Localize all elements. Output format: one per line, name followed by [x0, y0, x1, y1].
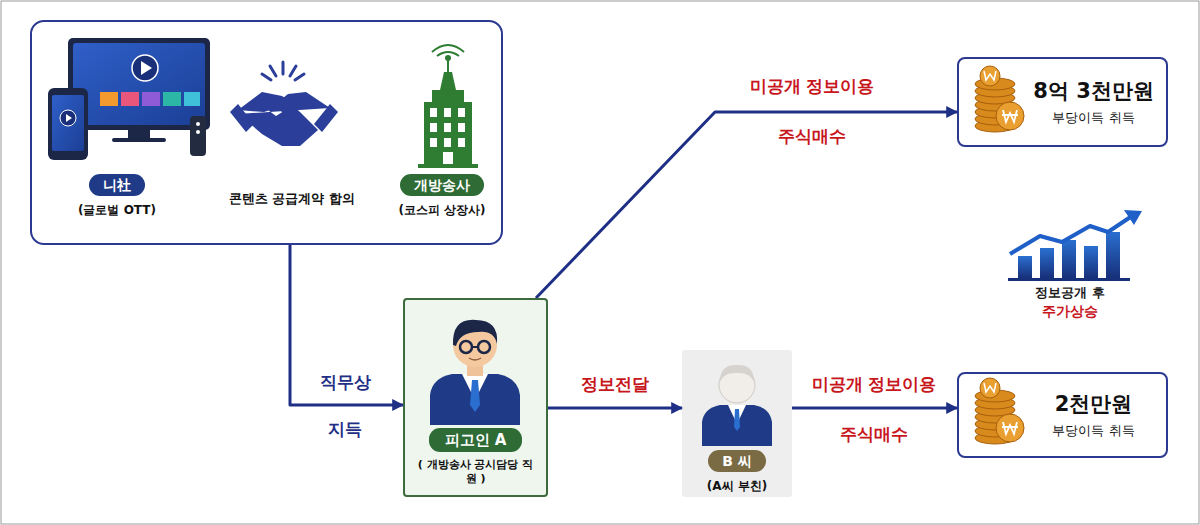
box-fill [403, 298, 548, 497]
chart-icon [1008, 210, 1142, 281]
person-box: 피고인 A ( 개방송사 공시담당 직원 ) [403, 298, 548, 497]
caption-text: ( 개방송사 공시담당 직원 ) [416, 458, 536, 486]
edge-label: 미공개 정보이용 [750, 75, 875, 98]
edge-label: 주식매수 [778, 125, 846, 148]
amount-text: 8억 3천만원 [1033, 77, 1154, 105]
box-fill [682, 350, 792, 497]
group-panel: 콘텐츠 공급계약 합의 니社 (글로벌 OTT) 개방송사 (코스피 상장사) [30, 20, 503, 245]
flow-arrow [290, 245, 403, 405]
company-node: 개방송사 (코스피 상장사) [398, 174, 485, 219]
caption-text: (코스피 상장사) [398, 202, 485, 219]
handshake-icon [230, 62, 338, 146]
result-box: 2천만원부당이득 취득 [957, 372, 1168, 458]
caption-text: 부당이득 취득 [1052, 422, 1134, 440]
device-icon [48, 38, 210, 160]
person-pill: 피고인 A [429, 428, 523, 452]
caption-text: (A씨 부친) [707, 478, 767, 495]
coin-icon [975, 378, 1024, 444]
person-box: B 씨 (A씨 부친) [682, 350, 792, 497]
caption-text: 부당이득 취득 [1052, 109, 1134, 127]
caption-text: 콘텐츠 공급계약 합의 [229, 190, 355, 208]
company-pill: 니社 [89, 174, 145, 196]
flow-arrow [792, 407, 957, 410]
amount-text: 2천만원 [1055, 390, 1133, 418]
edge-label: 직무상 [320, 371, 371, 394]
company-pill: 개방송사 [400, 174, 484, 196]
caption-text: (글로벌 OTT) [78, 202, 156, 219]
result-box: 8억 3천만원부당이득 취득 [957, 57, 1168, 147]
person-icon [430, 320, 520, 425]
edge-label: 주가상승 [1042, 303, 1098, 321]
edge-label: 미공개 정보이용 [812, 373, 937, 396]
building-icon [418, 45, 478, 168]
flow-arrow [536, 112, 957, 298]
edge-label: 지득 [328, 418, 362, 441]
coin-icon [975, 66, 1024, 132]
edge-label: 정보전달 [581, 373, 649, 396]
edge-label: 정보공개 후 [1035, 284, 1105, 302]
person-pill: B 씨 [708, 450, 766, 472]
person-icon [702, 365, 772, 446]
edge-label: 주식매수 [840, 423, 908, 446]
flow-arrow [548, 407, 682, 410]
company-node: 니社 (글로벌 OTT) [78, 174, 156, 219]
